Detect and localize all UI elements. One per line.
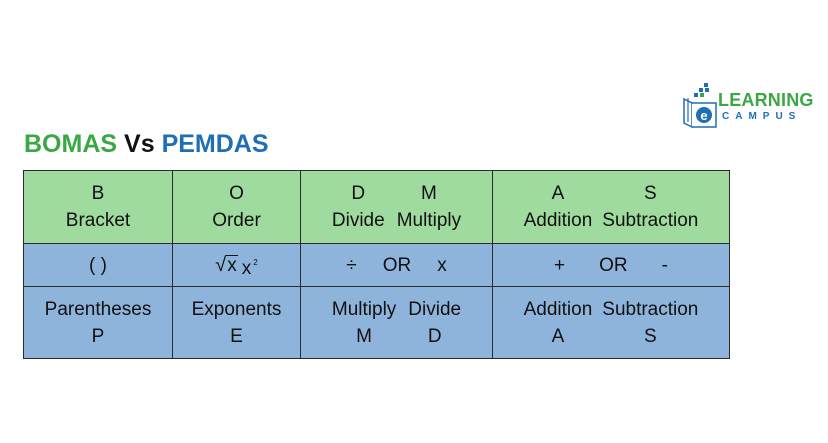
cell-brackets-symbol: ( ) — [24, 244, 173, 287]
letter-s-pemdas: S — [643, 325, 657, 347]
cell-exponents: Exponents E — [173, 287, 301, 358]
word-subtraction-pemdas: Subtraction — [602, 298, 699, 320]
letter-b: B — [91, 183, 105, 204]
root-variable: x — [226, 255, 238, 276]
logo-text-learning: LEARNING — [718, 90, 814, 110]
or-text-2: OR — [599, 254, 628, 276]
root-sign: √ — [215, 254, 227, 276]
letter-s: S — [643, 183, 657, 204]
logo-e-letter: e — [700, 108, 707, 123]
word-order: Order — [212, 210, 261, 231]
word-divide-pemdas: Divide — [408, 298, 462, 320]
or-text-1: OR — [382, 254, 412, 276]
letter-m-pemdas: M — [356, 325, 372, 347]
page-title: BOMAS Vs PEMDAS — [24, 127, 269, 161]
cell-bracket: B Bracket — [24, 171, 173, 244]
cell-addition-subtraction: A Addition S Subtraction — [493, 171, 729, 244]
letter-a-pemdas: A — [551, 325, 565, 347]
word-subtraction: Subtraction — [602, 210, 699, 231]
title-pemdas: PEMDAS — [161, 130, 269, 158]
word-exponents: Exponents — [191, 298, 282, 320]
plus-symbol: + — [554, 254, 566, 276]
elearning-campus-logo: e LEARNING CAMPUS — [682, 83, 814, 129]
cell-divide-multiply: D Divide M Multiply — [301, 171, 493, 244]
word-bracket: Bracket — [65, 210, 131, 231]
brackets-symbol: ( ) — [89, 254, 107, 276]
letter-d-pemdas: D — [427, 325, 442, 347]
power-exponent: 2 — [253, 257, 258, 267]
letter-m: M — [420, 183, 437, 204]
multiply-symbol: x — [437, 254, 447, 276]
logo-text-campus: CAMPUS — [722, 111, 802, 122]
cell-add-subtract-symbols: + OR - — [493, 244, 729, 287]
letter-e: E — [230, 325, 243, 347]
word-divide: Divide — [331, 210, 385, 231]
logo-mark-icon: e — [683, 83, 717, 129]
cell-divide-multiply-symbols: ÷ OR x — [301, 244, 493, 287]
cell-order: O Order — [173, 171, 301, 244]
word-multiply-pemdas: Multiply — [331, 298, 397, 320]
title-bomas: BOMAS — [24, 130, 118, 158]
word-parentheses: Parentheses — [44, 298, 152, 320]
minus-symbol: - — [661, 254, 668, 276]
cell-multiply-divide: Multiply M Divide D — [301, 287, 493, 358]
letter-d: D — [351, 183, 366, 204]
bomas-pemdas-table: B Bracket O Order D Divide M Multiply A … — [23, 170, 730, 359]
cell-addition-subtraction-pemdas: Addition A Subtraction S — [493, 287, 729, 358]
letter-p: P — [91, 325, 105, 347]
letter-a: A — [551, 183, 565, 204]
title-vs: Vs — [124, 130, 155, 158]
word-multiply: Multiply — [396, 210, 462, 231]
power-base: x — [241, 257, 252, 279]
word-addition: Addition — [523, 210, 593, 231]
letter-o: O — [229, 183, 244, 204]
square-root-symbol: √ x — [215, 253, 238, 277]
cell-parentheses: Parentheses P — [24, 287, 173, 358]
divide-symbol: ÷ — [346, 254, 357, 276]
word-addition-pemdas: Addition — [523, 298, 593, 320]
